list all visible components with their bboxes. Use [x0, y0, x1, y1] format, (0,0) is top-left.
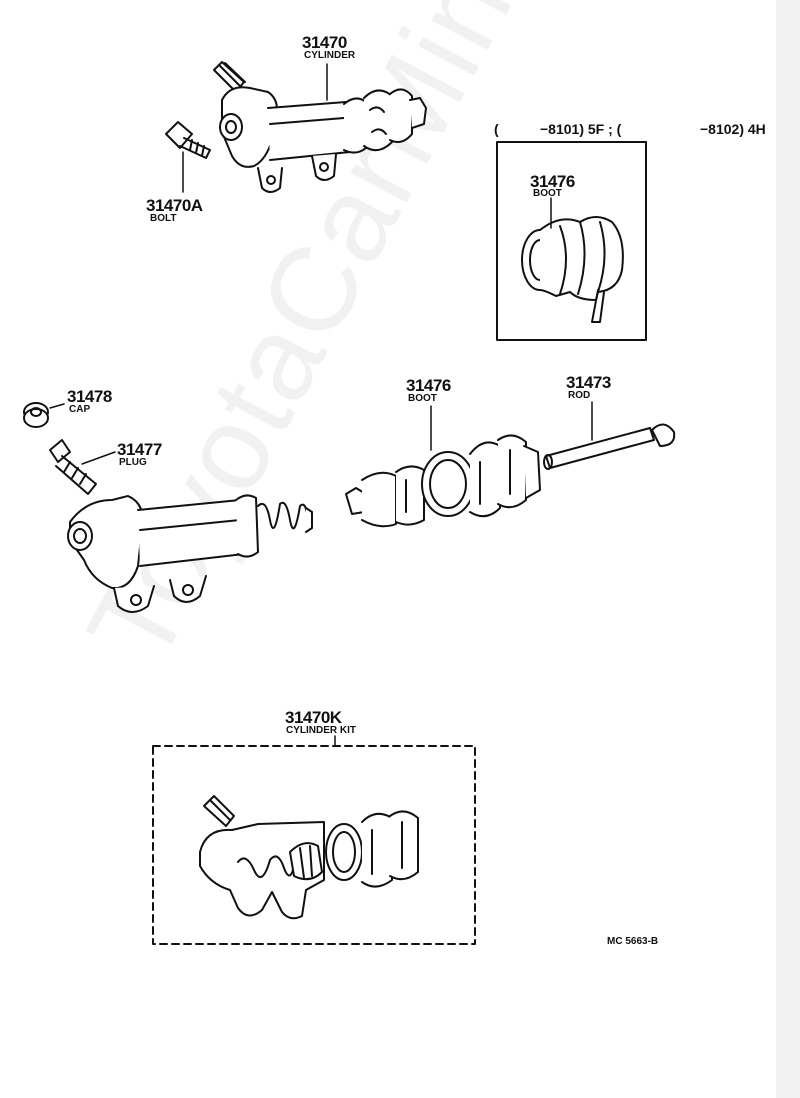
- cylinder-part-name: CYLINDER: [304, 50, 356, 61]
- inset-boot-box: [496, 141, 647, 341]
- rod-drawing: [543, 423, 676, 470]
- boot-part-number: 31476: [406, 376, 451, 395]
- page-edge-strip: [776, 0, 800, 1098]
- plug-part-number: 31477: [117, 440, 162, 459]
- kit-part-number: 31470K: [285, 708, 342, 727]
- plug-drawing: [49, 439, 97, 495]
- inset-range-b: −8102) 4H: [700, 121, 766, 137]
- figure-code: MC 5663-B: [607, 936, 659, 947]
- inset-left-paren: (: [494, 121, 499, 137]
- rod-part-name: ROD: [568, 390, 591, 401]
- kit-part-name: CYLINDER KIT: [286, 725, 356, 736]
- rod-part-number: 31473: [566, 373, 611, 392]
- cylinder-drawing: [213, 61, 427, 193]
- inset-boot-part-name: BOOT: [533, 188, 562, 199]
- inset-range-a: −8101) 5F ; (: [540, 121, 622, 137]
- boot-part-name: BOOT: [408, 393, 437, 404]
- cylinder-kit-box: [152, 745, 476, 945]
- middle-boot-drawing: [345, 434, 541, 528]
- cap-part-number: 31478: [67, 387, 112, 406]
- leader-lines: [49, 63, 593, 747]
- middle-cylinder-drawing: [67, 494, 313, 613]
- inset-boot-part-number: 31476: [530, 172, 575, 191]
- bolt-part-number: 31470A: [146, 196, 203, 215]
- bolt-part-name: BOLT: [150, 213, 177, 224]
- cap-part-name: CAP: [69, 404, 91, 415]
- cap-drawing: [23, 402, 49, 428]
- bolt-drawing: [165, 121, 211, 159]
- plug-part-name: PLUG: [119, 457, 147, 468]
- cylinder-part-number: 31470: [302, 33, 347, 52]
